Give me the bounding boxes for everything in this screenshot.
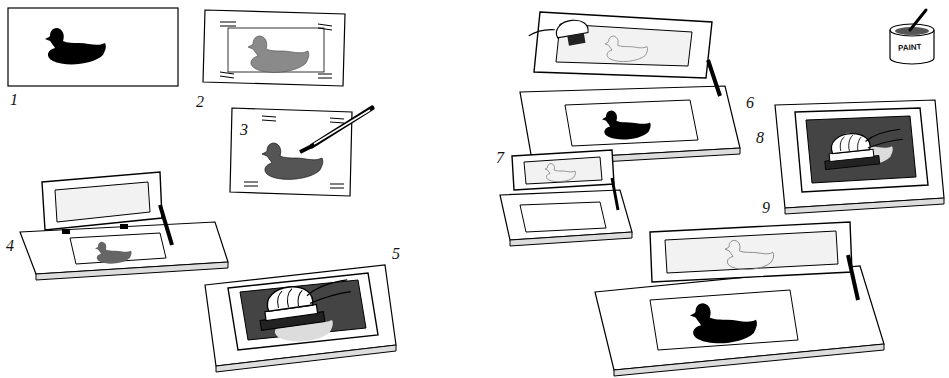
- step-number: 4: [6, 238, 14, 254]
- panel-7: [500, 150, 632, 246]
- paint-can: [890, 10, 934, 64]
- panel-8: [775, 100, 944, 214]
- step-number: 1: [10, 92, 18, 108]
- step-number: 8: [756, 130, 764, 146]
- step-number: 6: [746, 95, 754, 111]
- panel-1: [8, 8, 178, 86]
- panel-9: [595, 222, 884, 376]
- step-number: 9: [762, 200, 770, 216]
- panel-6: [520, 12, 740, 166]
- panel-5: [205, 265, 396, 372]
- step-number: 7: [496, 150, 504, 166]
- step-number: 5: [392, 246, 400, 262]
- can-label: PAINT: [898, 43, 922, 53]
- panel-4: [20, 172, 228, 280]
- panel-3: [230, 108, 372, 196]
- panel-2: [203, 10, 345, 86]
- step-number: 2: [196, 94, 204, 110]
- step-number: 3: [240, 122, 248, 138]
